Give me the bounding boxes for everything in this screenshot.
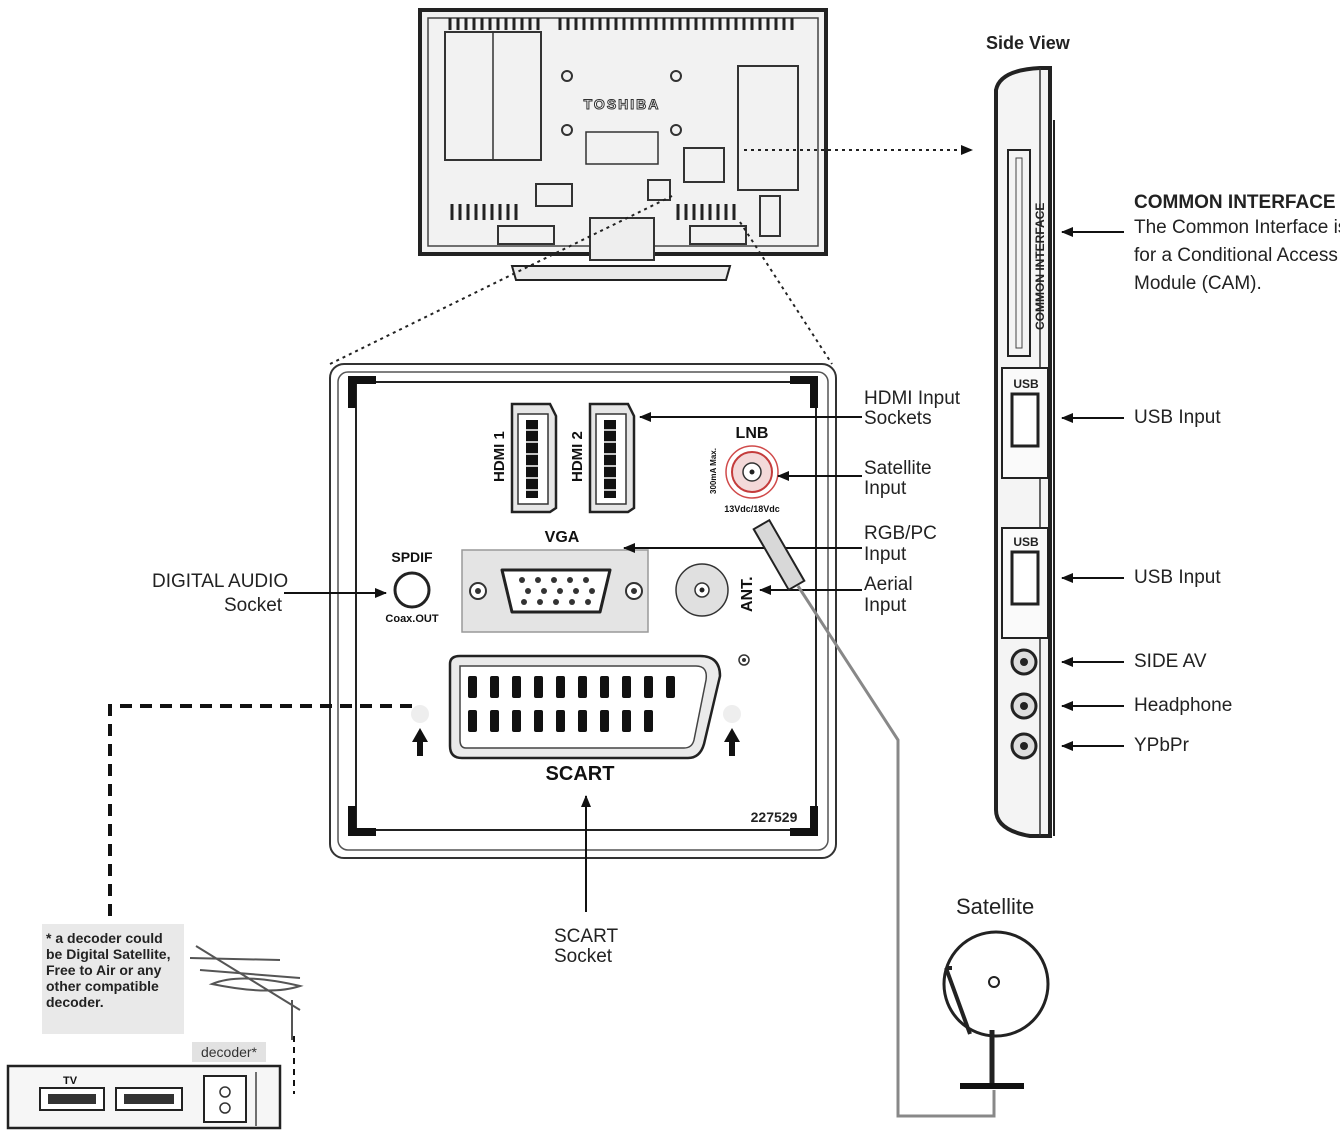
headphone-label: Headphone [1134, 695, 1233, 716]
common-interface-line-3: Module (CAM). [1134, 273, 1262, 294]
hdmi1-socket [510, 402, 558, 514]
scart-socket-callout-1: SCART [554, 926, 619, 947]
aerial-callout-2: Input [864, 595, 907, 616]
decoder-tv-label: TV [63, 1075, 78, 1087]
hdmi2-socket [588, 402, 636, 514]
zoom-lines [329, 145, 973, 365]
model-number: 227529 [751, 809, 798, 825]
usb-input-1-label: USB Input [1134, 407, 1221, 428]
usb1-port-label: USB [1013, 377, 1039, 391]
rgb-pc-callout-2: Input [864, 544, 907, 565]
lnb-label: LNB [736, 425, 769, 442]
decoder-box: TV [6, 1064, 282, 1130]
ant-label: ANT. [739, 576, 756, 612]
satellite-dish [942, 930, 1050, 1089]
scart-socket-callout-2: Socket [554, 946, 613, 967]
spdif-label: SPDIF [391, 549, 433, 565]
side-av-label: SIDE AV [1134, 651, 1207, 672]
satellite-cable [752, 518, 996, 1118]
hdmi-sockets-callout-2: Sockets [864, 408, 932, 429]
panel-callout-arrows [284, 412, 862, 912]
ypbpr-label: YPbPr [1134, 735, 1189, 756]
usb-input-2-label: USB Input [1134, 567, 1221, 588]
decoder-connection [108, 704, 412, 1094]
usb-port-2 [1010, 550, 1040, 606]
common-interface-title: COMMON INTERFACE [1134, 192, 1336, 213]
rgb-pc-callout-1: RGB/PC [864, 523, 937, 544]
scart-socket [448, 654, 722, 760]
brand-logo: TOSHIBA [584, 96, 661, 112]
lnb-socket [725, 445, 779, 499]
common-interface-slot-label: COMMON INTERFACE [1033, 203, 1047, 330]
tv-back-view: TOSHIBA [418, 8, 828, 281]
side-view-title: Side View [986, 33, 1070, 53]
digital-audio-callout-1: DIGITAL AUDIO [152, 571, 289, 592]
top-vents [448, 18, 794, 30]
decoder-note: * a decoder could be Digital Satellite, … [42, 924, 184, 1034]
spdif-socket [393, 571, 431, 609]
lnb-voltage-label: 13Vdc/18Vdc [724, 504, 780, 514]
hdmi2-label: HDMI 2 [569, 431, 586, 482]
lnb-current-label: 300mA Max. [709, 448, 718, 494]
hdmi-sockets-callout-1: HDMI Input [864, 388, 961, 409]
bottom-vents [450, 204, 736, 220]
vga-socket [461, 549, 649, 633]
common-interface-line-2: for a Conditional Access [1134, 245, 1338, 266]
digital-audio-callout-2: Socket [224, 595, 283, 616]
hdmi1-label: HDMI 1 [491, 431, 508, 482]
satellite-title: Satellite [956, 894, 1035, 919]
vga-label: VGA [545, 529, 580, 546]
scart-label: SCART [546, 763, 615, 785]
aerial-antenna [189, 945, 304, 1040]
connector-panel: HDMI 1 HDMI 2 LNB 300mA Max. 13Vdc/18Vdc… [329, 363, 837, 859]
usb2-port-label: USB [1013, 535, 1039, 549]
common-interface-line-1: The Common Interface is [1134, 217, 1340, 238]
decoder-tag: decoder* [192, 1042, 266, 1062]
satellite-input-callout-2: Input [864, 478, 907, 499]
aerial-callout-1: Aerial [864, 574, 913, 595]
side-view-panel: COMMON INTERFACE USB USB [994, 66, 1055, 838]
satellite-input-callout-1: Satellite [864, 458, 932, 479]
coax-out-label: Coax.OUT [385, 613, 438, 625]
side-view-arrows [1061, 227, 1124, 751]
usb-port-1 [1010, 392, 1040, 448]
ant-socket [675, 563, 729, 617]
